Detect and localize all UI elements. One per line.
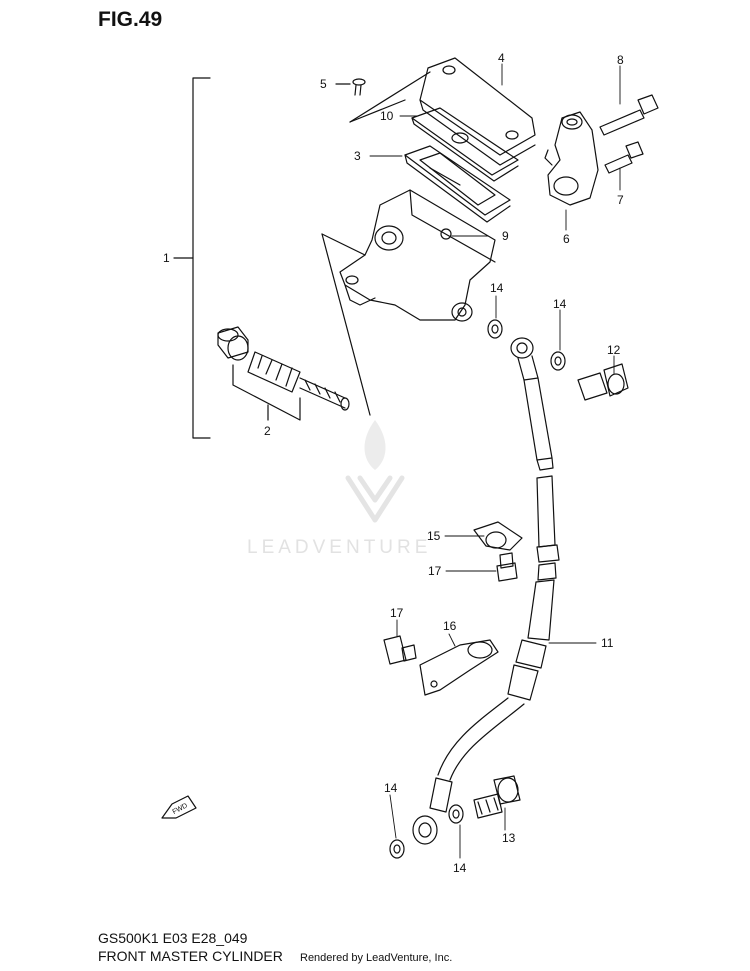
callout-2: 2 <box>264 424 271 438</box>
clamp-screw-lower <box>383 635 417 665</box>
callout-12: 12 <box>607 343 621 357</box>
figure-label: FIG.49 <box>98 8 163 31</box>
piston-kit-bracket <box>232 364 301 421</box>
callout-1: 1 <box>163 251 170 265</box>
callout-11: 11 <box>601 636 614 650</box>
clamp-bolt-long <box>599 94 659 136</box>
cap-screw <box>352 78 366 96</box>
assembly-bracket <box>173 77 211 439</box>
callout-16: 16 <box>443 619 457 633</box>
model-code: GS500K1 E03 E28_049 <box>98 930 248 946</box>
sealing-washer <box>389 319 566 859</box>
union-bolt <box>473 775 521 819</box>
callout-17-upper: 17 <box>428 564 442 578</box>
plate <box>411 107 519 182</box>
callout-3: 3 <box>354 149 361 163</box>
callout-5: 5 <box>320 77 327 91</box>
piston-kit <box>217 326 350 411</box>
diaphragm <box>404 145 511 223</box>
callout-4: 4 <box>498 51 505 65</box>
callouts: 1 2 3 4 5 6 7 8 9 10 11 12 13 14 14 14 1… <box>163 51 624 875</box>
callout-8: 8 <box>617 53 624 67</box>
diagram-title: FRONT MASTER CYLINDER <box>98 948 283 964</box>
handlebar-clamp <box>544 111 599 206</box>
clamp-bolt-short <box>604 141 644 174</box>
callout-14-upper-left: 14 <box>490 281 504 295</box>
callout-9: 9 <box>502 229 509 243</box>
exploded-lines <box>321 71 431 416</box>
leader-lines <box>369 63 621 859</box>
watermark-text: LEADVENTURE <box>247 537 431 558</box>
rendered-by-credit: Rendered by LeadVenture, Inc. <box>300 952 453 964</box>
callout-7: 7 <box>617 193 624 207</box>
watermark <box>345 420 405 523</box>
callout-14-lower-right: 14 <box>453 861 467 875</box>
master-cylinder-body <box>339 189 496 322</box>
banjo-bolt <box>577 363 629 401</box>
clamp-screw-upper <box>496 552 518 582</box>
hose-clamp <box>473 521 523 551</box>
callout-6: 6 <box>563 232 570 246</box>
reservoir-cap <box>419 57 536 166</box>
fwd-arrow-icon: FWD <box>161 795 197 819</box>
callout-14-lower-left: 14 <box>384 781 398 795</box>
brake-hose <box>412 337 560 845</box>
callout-10: 10 <box>380 109 394 123</box>
callout-17-lower: 17 <box>390 606 404 620</box>
hose-guide <box>419 639 499 696</box>
callout-14-upper-right: 14 <box>553 297 567 311</box>
callout-15: 15 <box>427 529 441 543</box>
callout-13: 13 <box>502 831 516 845</box>
